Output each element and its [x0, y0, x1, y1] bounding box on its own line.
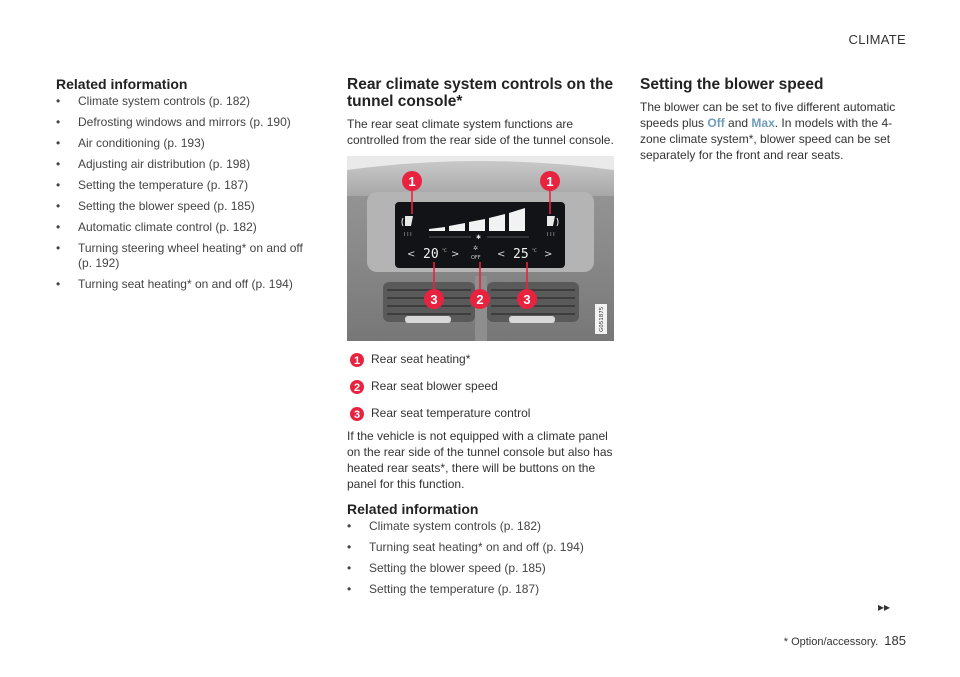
heated-seats-note: If the vehicle is not equipped with a cl…: [347, 429, 613, 491]
max-term: Max: [751, 116, 775, 130]
svg-text:2: 2: [354, 382, 360, 394]
rear-climate-section: Rear climate system controls on the tunn…: [347, 76, 615, 148]
related-information-column-2: Related information •Climate system cont…: [347, 501, 615, 603]
related-link[interactable]: •Adjusting air distribution (p. 198): [56, 157, 251, 171]
related-link[interactable]: •Turning seat heating* on and off (p. 19…: [347, 540, 584, 554]
legend-item: 2 Rear seat blower speed: [347, 379, 615, 394]
svg-text:2: 2: [476, 292, 483, 307]
fan-icon: ✱: [476, 234, 481, 241]
related-link[interactable]: •Setting the temperature (p. 187): [56, 178, 249, 192]
off-term: Off: [707, 116, 725, 130]
callout-marker-icon: 2: [350, 380, 364, 394]
related-link[interactable]: •Air conditioning (p. 193): [56, 136, 205, 150]
related-information-column: Related information •Climate system cont…: [56, 76, 316, 298]
svg-text:°C: °C: [532, 248, 537, 253]
callout-marker-icon: 1: [350, 353, 364, 367]
related-link[interactable]: •Climate system controls (p. 182): [56, 94, 251, 108]
page-footer: * Option/accessory. 185: [784, 633, 906, 648]
blower-speed-heading: Setting the blower speed: [640, 76, 824, 93]
related-link[interactable]: •Setting the blower speed (p. 185): [56, 199, 255, 213]
bullet: •: [56, 94, 61, 108]
related-link[interactable]: •Turning steering wheel heating* on and …: [56, 241, 303, 270]
bullet: •: [56, 157, 61, 171]
svg-text:3: 3: [523, 292, 530, 307]
continue-arrow-icon: ▸▸: [877, 600, 890, 614]
callout-marker: 2: [470, 289, 490, 309]
image-code: G051875: [599, 306, 605, 332]
bullet: •: [56, 199, 61, 213]
callout-marker-icon: 3: [350, 407, 364, 421]
bullet: •: [56, 178, 61, 192]
option-footnote: * Option/accessory.: [783, 636, 879, 648]
callout-marker: 3: [517, 289, 537, 309]
callout-marker: 1: [540, 171, 560, 191]
left-temp-decrease[interactable]: <: [407, 249, 415, 260]
section-header: CLIMATE: [848, 32, 906, 47]
fan-off-icon: ✲: [473, 245, 478, 252]
bullet: •: [56, 136, 61, 150]
bullet: •: [347, 561, 352, 575]
callout-marker: 3: [424, 289, 444, 309]
related-link[interactable]: •Setting the blower speed (p. 185): [347, 561, 546, 575]
related-link[interactable]: •Setting the temperature (p. 187): [347, 582, 540, 596]
rear-climate-heading: Rear climate system controls on the tunn…: [347, 76, 614, 110]
related-information-heading: Related information: [56, 76, 188, 92]
rear-climate-intro: The rear seat climate system functions a…: [347, 117, 614, 147]
svg-text:3: 3: [354, 409, 360, 421]
related-link[interactable]: •Turning seat heating* on and off (p. 19…: [56, 277, 293, 291]
tunnel-console-illustration: I I I I I I ✱ < 20 °C > ✲ OFF < 25 °C >: [347, 156, 614, 341]
legend-item: 1 Rear seat heating*: [347, 352, 615, 367]
svg-text:I I I: I I I: [547, 232, 555, 238]
bullet: •: [347, 540, 352, 554]
bullet: •: [56, 277, 61, 291]
blower-speed-text: The blower can be set to five different …: [640, 100, 896, 162]
blower-speed-section: Setting the blower speed The blower can …: [640, 76, 908, 163]
bullet: •: [56, 115, 61, 129]
right-temp-decrease[interactable]: <: [497, 249, 505, 260]
bullet: •: [347, 582, 352, 596]
bullet: •: [347, 519, 352, 533]
svg-text:°C: °C: [442, 248, 447, 253]
right-temp-increase[interactable]: >: [544, 249, 552, 260]
svg-text:I I I: I I I: [404, 232, 412, 238]
related-information-heading: Related information: [347, 501, 479, 517]
fan-off-label[interactable]: OFF: [471, 255, 481, 261]
svg-text:1: 1: [408, 174, 415, 189]
related-link[interactable]: •Climate system controls (p. 182): [347, 519, 542, 533]
callout-legend: 1 Rear seat heating* 2 Rear seat blower …: [347, 340, 615, 421]
seat-heating-left-icon[interactable]: I I I: [401, 216, 413, 238]
svg-text:1: 1: [354, 355, 360, 367]
related-link[interactable]: •Defrosting windows and mirrors (p. 190): [56, 115, 291, 129]
blower-speed-bars[interactable]: [429, 208, 525, 231]
legend-item: 3 Rear seat temperature control: [347, 406, 615, 421]
page-number: 185: [884, 633, 906, 648]
bullet: •: [56, 220, 61, 234]
right-temperature: 25: [513, 247, 529, 262]
svg-text:1: 1: [546, 174, 553, 189]
related-links-list: •Climate system controls (p. 182) •Turni…: [347, 519, 615, 597]
svg-text:3: 3: [430, 292, 437, 307]
left-temp-increase[interactable]: >: [451, 249, 459, 260]
left-temperature: 20: [423, 247, 439, 262]
seat-heating-right-icon[interactable]: I I I: [547, 216, 559, 238]
callout-marker: 1: [402, 171, 422, 191]
related-link[interactable]: •Automatic climate control (p. 182): [56, 220, 257, 234]
related-links-list: •Climate system controls (p. 182) •Defro…: [56, 94, 316, 292]
bullet: •: [56, 241, 61, 255]
